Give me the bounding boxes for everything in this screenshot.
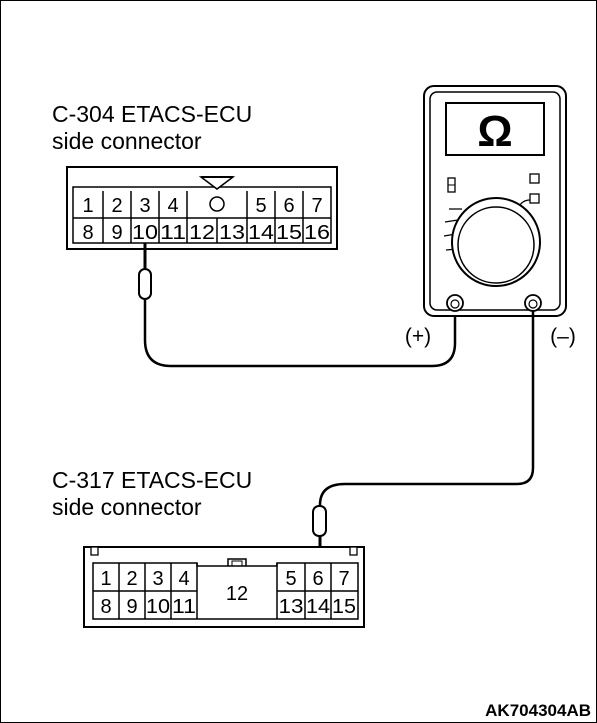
c304-pin-3: 3 bbox=[139, 195, 150, 217]
c304-pin-12: 12 bbox=[189, 222, 215, 244]
c304-pin-5: 5 bbox=[255, 195, 266, 217]
c304-pin-7: 7 bbox=[311, 195, 322, 217]
c304-connector: 1 2 3 4 5 6 7 8 9 10 11 12 13 14 15 16 bbox=[66, 166, 338, 250]
positive-label: (+) bbox=[405, 325, 431, 348]
c304-pin-10: 10 bbox=[132, 222, 158, 244]
c304-pin-14: 14 bbox=[248, 222, 274, 244]
reference-code: AK704304AB bbox=[485, 701, 591, 720]
c317-pin-11: 11 bbox=[172, 596, 196, 618]
c317-pin-5: 5 bbox=[285, 568, 296, 590]
c317-pin-15: 15 bbox=[332, 596, 356, 618]
c304-label-line2: side connector bbox=[52, 128, 202, 154]
c317-pin-3: 3 bbox=[152, 568, 163, 590]
meter-display bbox=[445, 102, 545, 156]
c304-pin-6: 6 bbox=[283, 195, 294, 217]
c304-pin-9: 9 bbox=[111, 222, 122, 244]
c304-pin-1: 1 bbox=[82, 195, 93, 217]
c317-pin-14: 14 bbox=[306, 596, 330, 618]
c304-pin-11: 11 bbox=[160, 222, 186, 244]
c304-pin-8: 8 bbox=[82, 222, 93, 244]
meter-dial-inner bbox=[457, 206, 535, 284]
c304-lock-circle bbox=[209, 196, 225, 212]
c317-label: C-317 ETACS-ECU side connector bbox=[52, 467, 252, 521]
c317-pin-4: 4 bbox=[178, 568, 189, 590]
c317-pin-12: 12 bbox=[226, 583, 248, 605]
c304-pin-2: 2 bbox=[111, 195, 122, 217]
multimeter: Ω bbox=[423, 85, 567, 317]
c317-pin-8: 8 bbox=[100, 596, 111, 618]
ohm-symbol: Ω bbox=[477, 107, 512, 156]
c317-label-line2: side connector bbox=[52, 494, 202, 520]
c304-pin-15: 15 bbox=[276, 222, 302, 244]
c317-pin-2: 2 bbox=[126, 568, 137, 590]
meter-button-bottom bbox=[529, 193, 540, 204]
c317-pin-9: 9 bbox=[126, 596, 137, 618]
c317-pin-13: 13 bbox=[279, 596, 304, 618]
c317-pin-10: 10 bbox=[146, 596, 170, 618]
negative-lead-wire bbox=[318, 310, 535, 506]
c317-connector: 1 2 3 4 5 6 7 12 8 9 10 11 13 14 15 bbox=[83, 546, 365, 628]
c317-pin-1: 1 bbox=[100, 568, 111, 590]
negative-label: (–) bbox=[550, 325, 576, 348]
meter-button-top bbox=[529, 173, 540, 184]
c304-label-line1: C-304 ETACS-ECU bbox=[52, 101, 253, 127]
c304-pin-16: 16 bbox=[304, 222, 330, 244]
c304-probe bbox=[138, 243, 152, 300]
c304-cavity bbox=[72, 186, 332, 244]
positive-lead-wire bbox=[143, 299, 457, 368]
c304-pin-13: 13 bbox=[219, 222, 245, 244]
c317-label-line1: C-317 ETACS-ECU bbox=[52, 467, 253, 493]
c317-pin-7: 7 bbox=[338, 568, 349, 590]
c304-label: C-304 ETACS-ECU side connector bbox=[52, 101, 252, 155]
c317-pin-6: 6 bbox=[312, 568, 323, 590]
c304-pin-4: 4 bbox=[167, 195, 178, 217]
